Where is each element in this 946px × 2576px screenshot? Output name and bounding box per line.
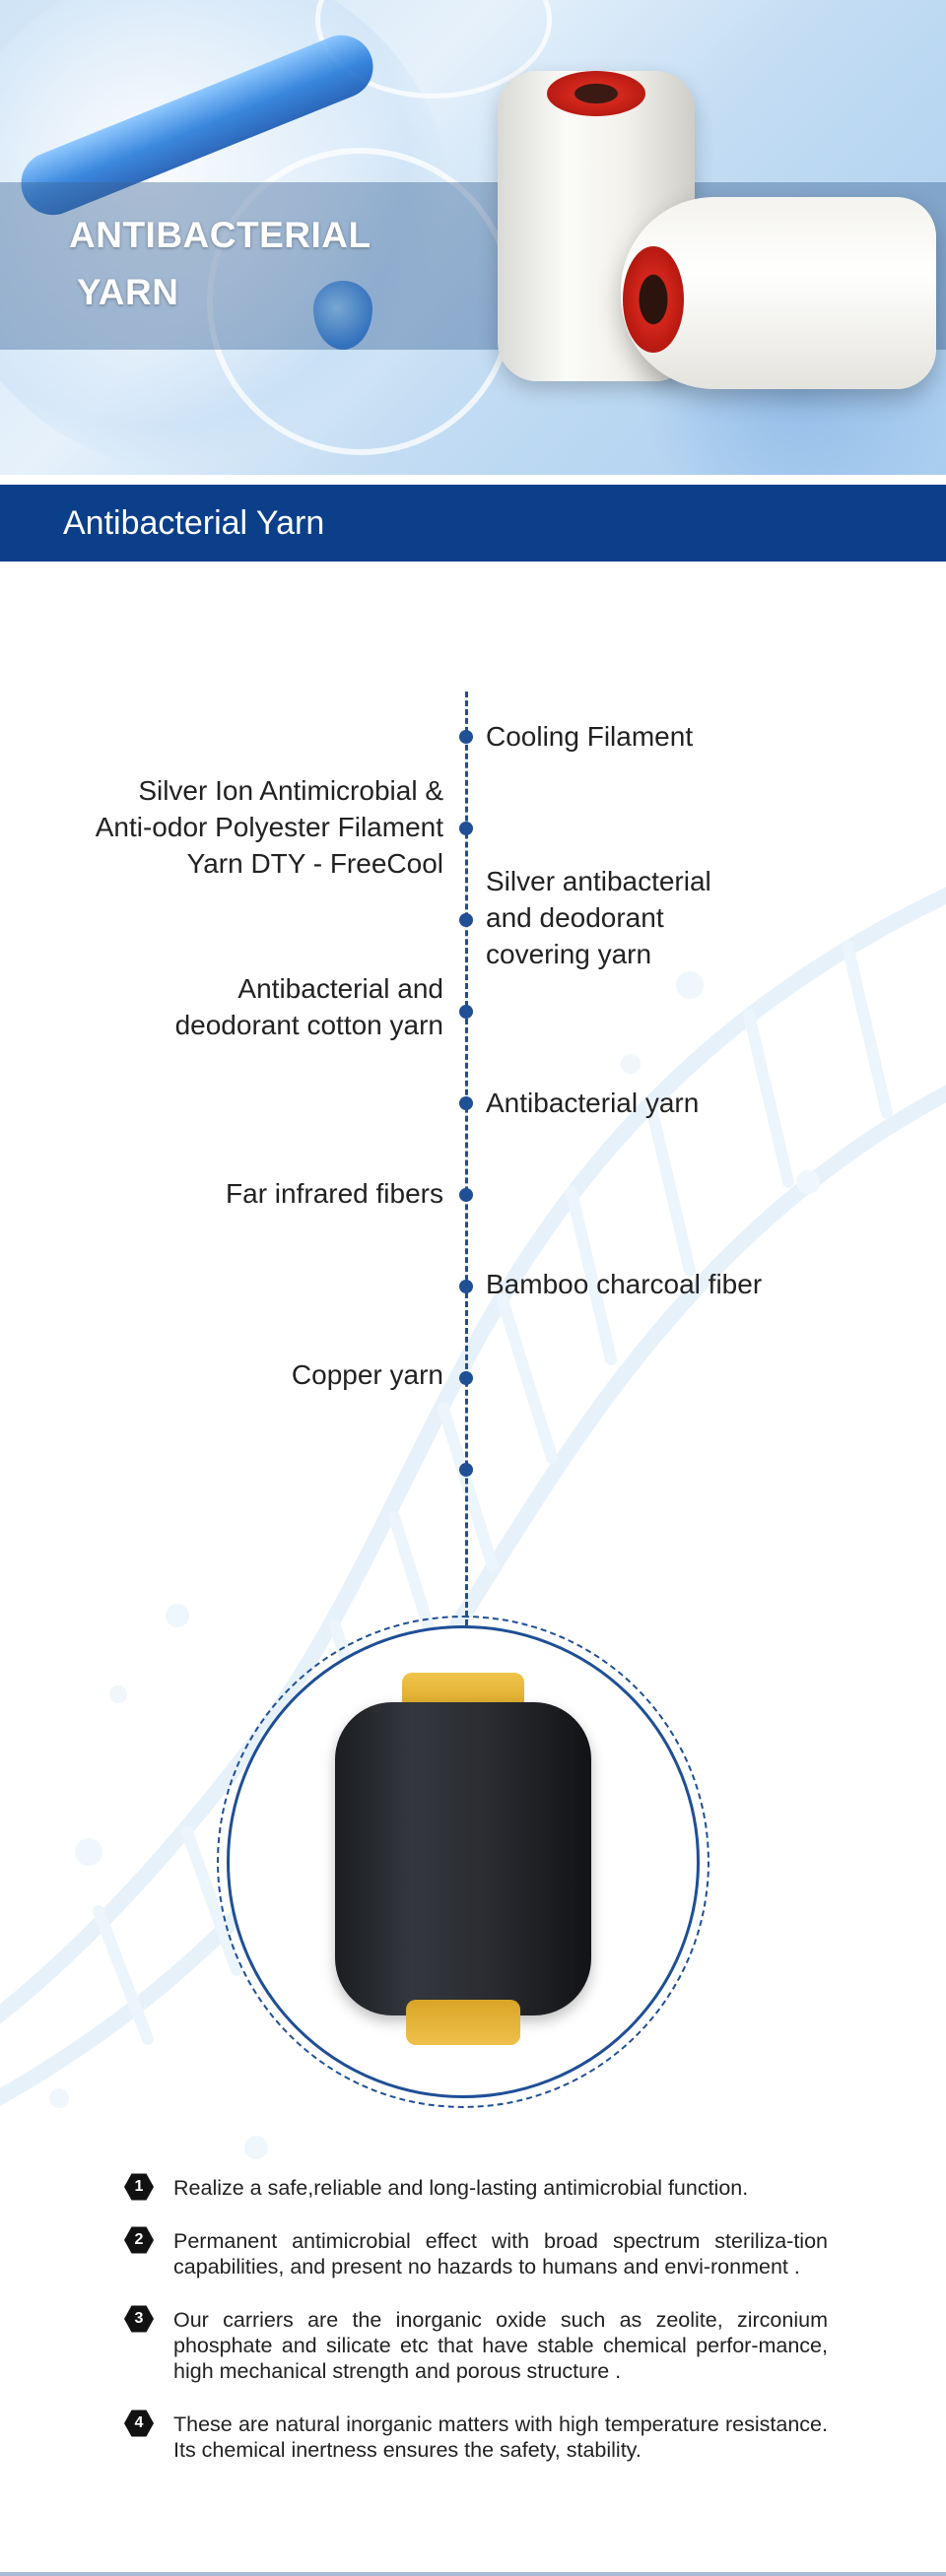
timeline-item-silver-ion-dty: Silver Ion Antimicrobial & Anti-odor Pol…	[20, 772, 443, 882]
timeline-dot	[459, 730, 473, 744]
section-title: Antibacterial Yarn	[63, 504, 325, 542]
timeline-item-label: Anti-odor Polyester Filament	[95, 812, 443, 842]
timeline-item-label: Far infrared fibers	[226, 1178, 443, 1209]
feature-text: Our carriers are the inorganic oxide suc…	[173, 2308, 828, 2383]
white-yarn-spool-image	[621, 197, 936, 389]
feature-text: Permanent antimicrobial effect with broa…	[173, 2229, 828, 2279]
timeline-item-label: Cooling Filament	[486, 721, 694, 752]
timeline-item-label: Copper yarn	[291, 1359, 443, 1390]
liquid-drop-image	[313, 281, 372, 350]
timeline-item-label: Silver Ion Antimicrobial &	[138, 775, 443, 806]
feature-item: 1 Realize a safe,reliable and long-lasti…	[124, 2173, 828, 2201]
timeline-item-far-infrared-fibers: Far infrared fibers	[20, 1175, 443, 1212]
timeline-item-label: Yarn DTY - FreeCool	[186, 848, 443, 879]
timeline-dot	[459, 1005, 473, 1019]
timeline-item-label: Antibacterial yarn	[486, 1088, 700, 1118]
black-yarn-cone-image	[335, 1702, 591, 2015]
timeline-item-silver-covering-yarn: Silver antibacterial and deodorant cover…	[486, 863, 880, 972]
hero-title: ANTIBACTERIAL YARN	[69, 207, 372, 321]
timeline-item-label: and deodorant	[486, 902, 664, 933]
feature-item: 2 Permanent antimicrobial effect with br…	[124, 2226, 828, 2279]
footer-divider	[0, 2572, 946, 2576]
feature-list: 1 Realize a safe,reliable and long-lasti…	[124, 2173, 828, 2463]
number-badge-icon: 3	[124, 2305, 154, 2333]
timeline-item-label: covering yarn	[486, 939, 652, 969]
feature-text: Realize a safe,reliable and long-lasting…	[173, 2176, 749, 2200]
feature-item: 4 These are natural inorganic matters wi…	[124, 2410, 828, 2463]
timeline-item-cooling-filament: Cooling Filament	[486, 718, 880, 755]
number-badge-icon: 1	[124, 2173, 154, 2201]
timeline-item-antibacterial-yarn: Antibacterial yarn	[486, 1085, 880, 1121]
timeline-dashed-line	[465, 692, 468, 1625]
hero-title-line: ANTIBACTERIAL	[69, 215, 372, 255]
number-badge-icon: 4	[124, 2410, 154, 2437]
timeline-dot	[459, 1463, 473, 1477]
timeline-dot	[459, 1096, 473, 1110]
timeline-item-cotton-yarn: Antibacterial and deodorant cotton yarn	[20, 970, 443, 1043]
timeline-dot	[459, 1371, 473, 1385]
bobbin-bottom-cap	[406, 2000, 520, 2045]
product-circle-outer-ring	[217, 1616, 710, 2108]
timeline-item-label: Antibacterial and	[237, 973, 443, 1004]
timeline-item-label: Silver antibacterial	[486, 866, 711, 896]
timeline-item-bamboo-charcoal-fiber: Bamboo charcoal fiber	[486, 1266, 880, 1302]
timeline-dot	[459, 1280, 473, 1293]
section-header-bar: Antibacterial Yarn	[0, 485, 946, 561]
hero-title-line: YARN	[77, 272, 179, 312]
feature-item: 3 Our carriers are the inorganic oxide s…	[124, 2305, 828, 2384]
number-badge-icon: 2	[124, 2226, 154, 2254]
feature-text: These are natural inorganic matters with…	[173, 2412, 828, 2462]
timeline-dot	[459, 1188, 473, 1202]
hero-banner: ANTIBACTERIAL YARN	[0, 0, 946, 475]
timeline-dot	[459, 913, 473, 927]
timeline-item-copper-yarn: Copper yarn	[20, 1356, 443, 1393]
timeline-item-label: deodorant cotton yarn	[174, 1010, 443, 1040]
timeline-item-label: Bamboo charcoal fiber	[486, 1269, 763, 1299]
timeline-dot	[459, 822, 473, 835]
